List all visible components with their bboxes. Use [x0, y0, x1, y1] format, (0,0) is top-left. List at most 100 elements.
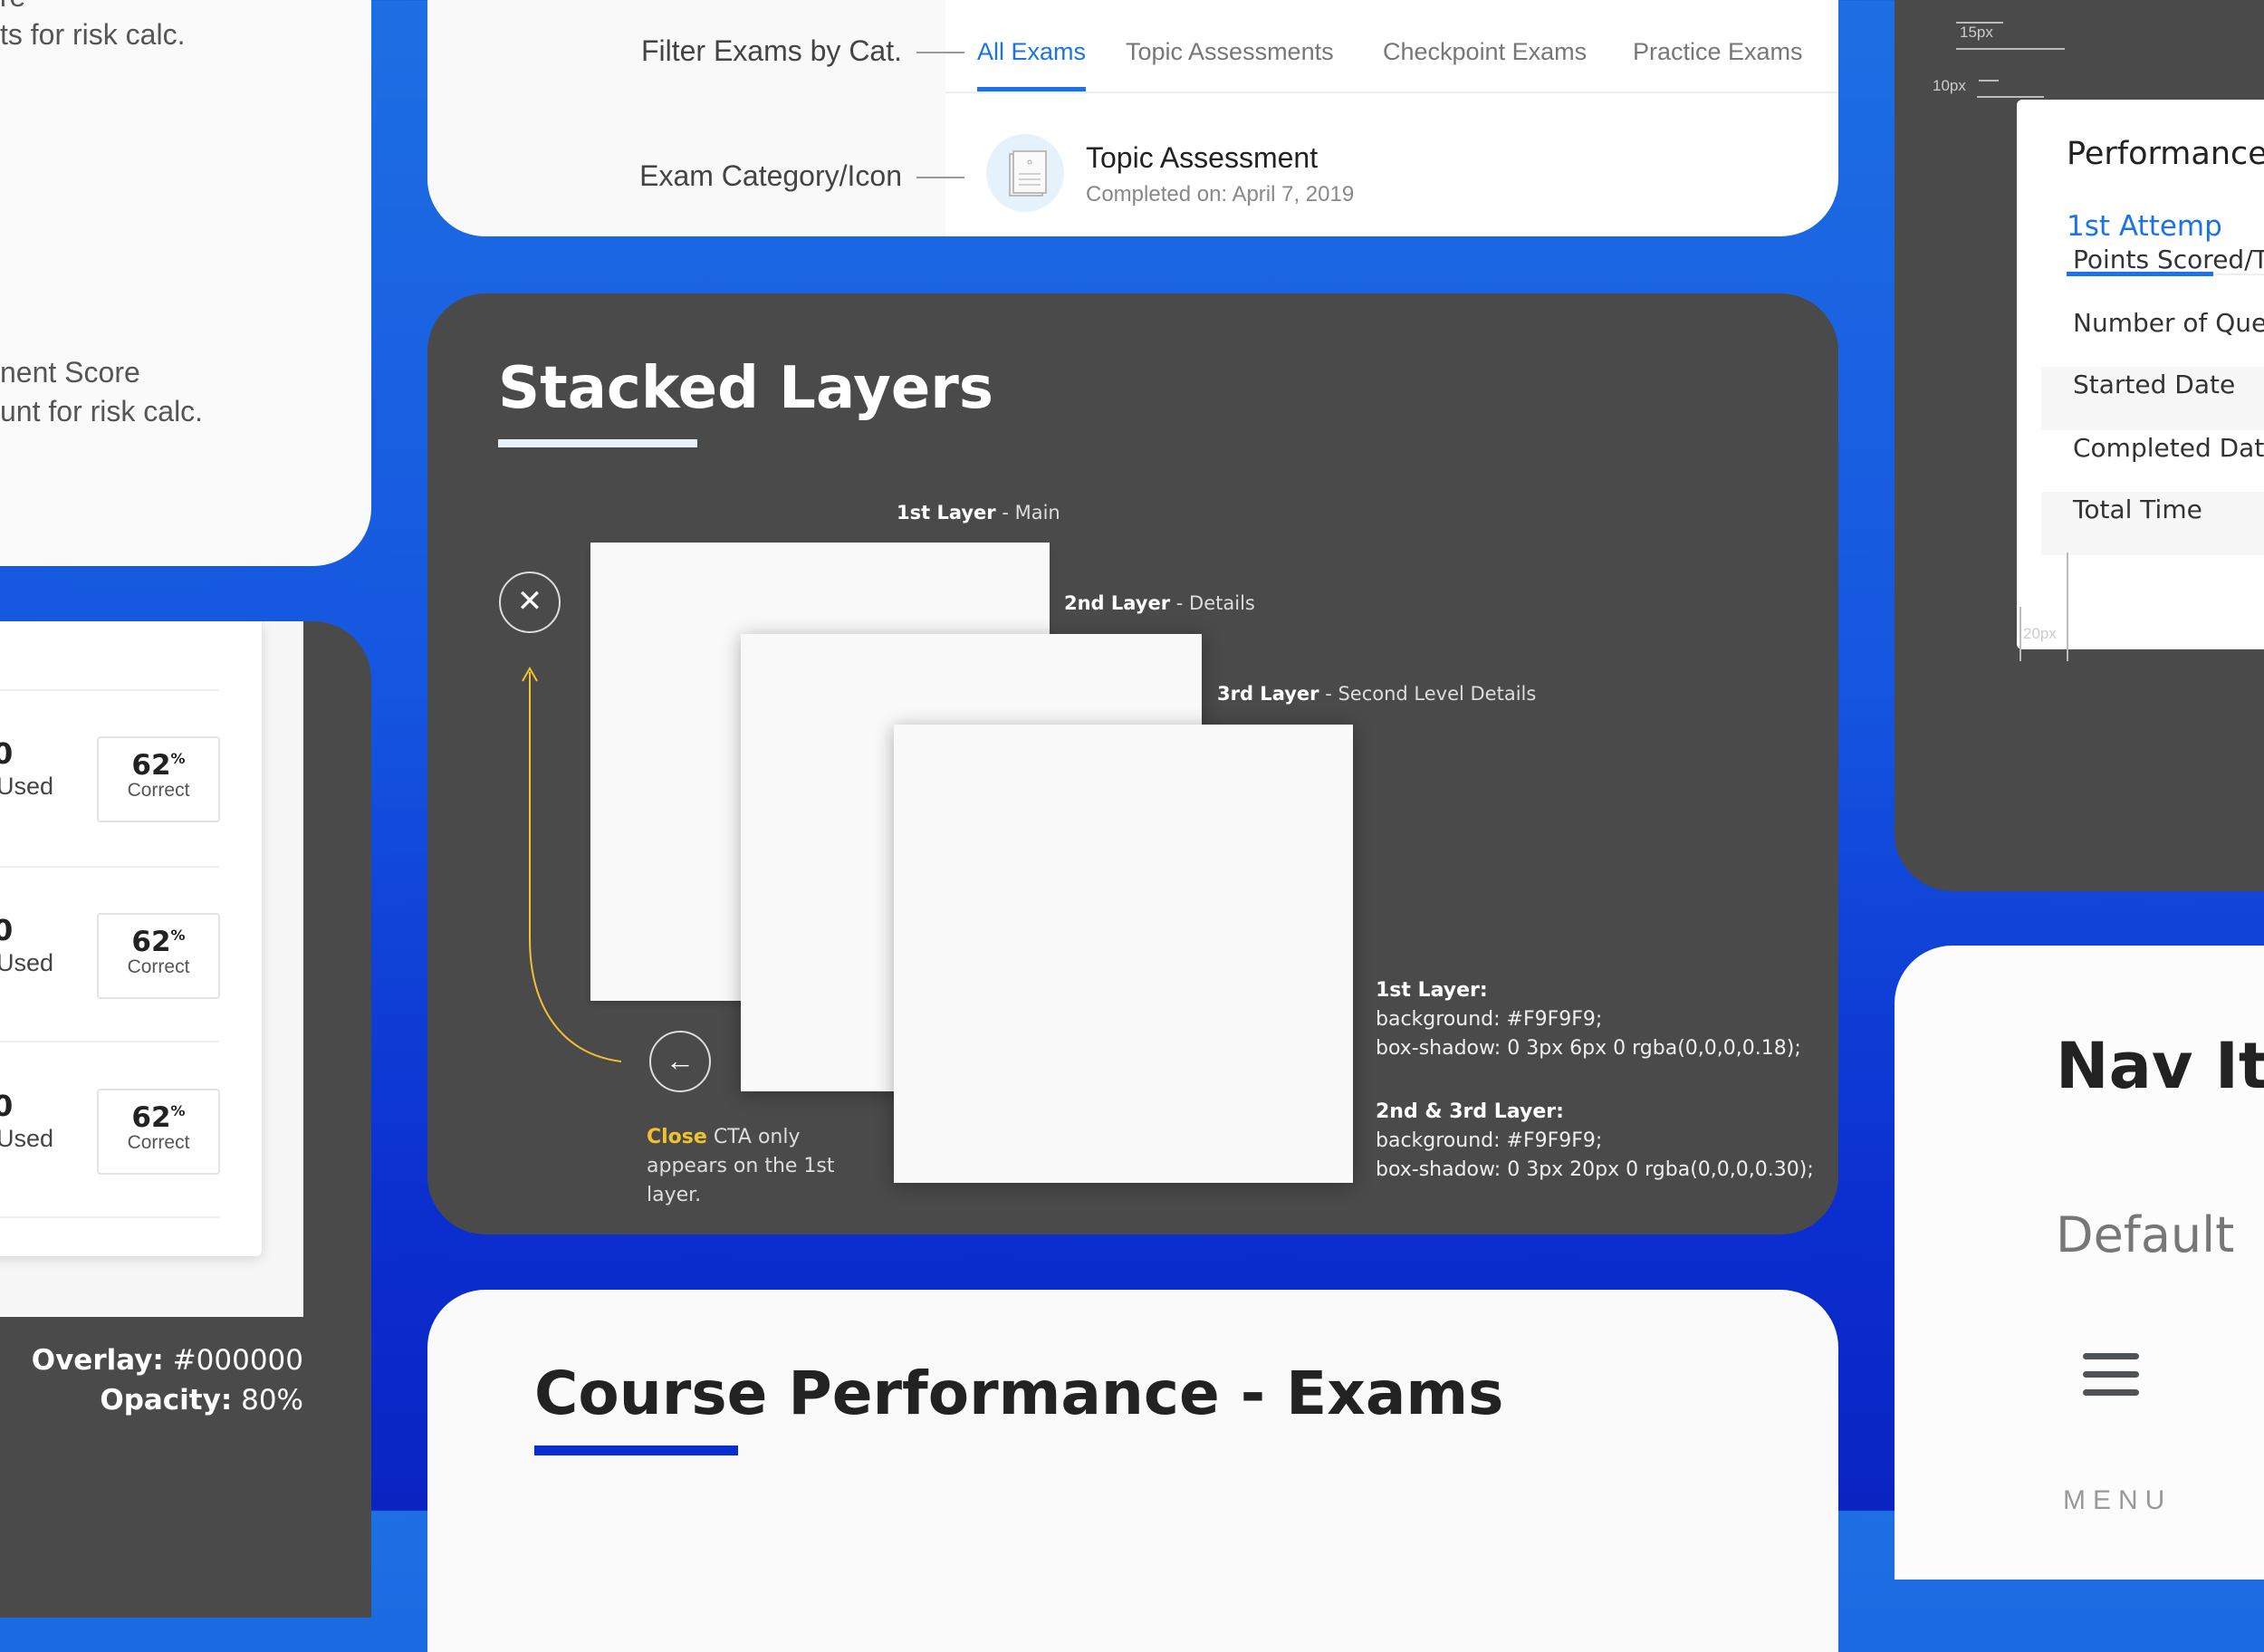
text-fragment: nent Score: [0, 356, 140, 389]
percent-correct-badge: 62% Correct: [97, 736, 220, 822]
left-top-card: ore ts for risk calc. nent Score unt for…: [0, 0, 371, 566]
divider: [0, 1216, 219, 1218]
close-highlight: Close: [647, 1126, 707, 1148]
layer3-name: 3rd Layer: [1217, 683, 1319, 705]
exam-title[interactable]: Topic Assessment: [1086, 141, 1319, 174]
spacing-line: [1956, 22, 2003, 24]
leader-line: [916, 52, 964, 53]
percent-label: Correct: [127, 956, 190, 977]
percent-label: Correct: [127, 780, 190, 801]
hamburger-menu-icon[interactable]: [2083, 1353, 2139, 1400]
performance-spec-card: Performance 1st Attemp Points Scored/T Nu…: [1895, 0, 2264, 891]
stacked-layers-card: Stacked Layers 1st Layer - Main 2nd Laye…: [427, 293, 1838, 1234]
close-note: Close CTA only appears on the 1st layer.: [647, 1123, 882, 1210]
spacing-20-label: 20px: [2023, 625, 2057, 642]
spacing-line: [1956, 48, 2065, 50]
percent-sign: %: [170, 927, 186, 944]
category-label: Exam Category/Icon: [639, 159, 902, 192]
course-performance-card: Course Performance - Exams: [427, 1290, 1838, 1652]
text-fragment: unt for risk calc.: [0, 395, 204, 427]
overlay-demo-card: 0 Used 62% Correct 0 Used 62% Correct 0 …: [0, 621, 371, 1618]
leader-line: [916, 177, 964, 178]
note-line: appears on the 1st: [647, 1155, 835, 1177]
layer-specs: 1st Layer: background: #F9F9F9; box-shad…: [1376, 976, 1814, 1185]
close-icon[interactable]: ✕: [499, 571, 561, 633]
spec2-title: 2nd & 3rd Layer:: [1376, 1100, 1564, 1123]
label-column: [427, 0, 945, 236]
menu-label: MENU: [2063, 1485, 2173, 1515]
opacity-label: Opacity:: [100, 1384, 233, 1417]
percent-sign: %: [170, 750, 186, 767]
note-line: layer.: [647, 1184, 702, 1206]
spacing-15-label: 15px: [1960, 24, 1993, 41]
row-shade: [2041, 367, 2264, 430]
tab-topic-assessments[interactable]: Topic Assessments: [1126, 38, 1334, 65]
filter-exams-card: Filter Exams by Cat. All Exams Topic Ass…: [427, 0, 1838, 236]
percent-correct-badge: 62% Correct: [97, 913, 220, 999]
title-underline: [498, 439, 697, 447]
performance-row-label: Total Time: [2073, 495, 2202, 524]
percent-value: 62: [131, 749, 171, 782]
layer-3: [894, 725, 1353, 1183]
divider: [0, 1041, 219, 1042]
text-fragment: ore: [0, 0, 25, 14]
percent-value: 62: [131, 1101, 171, 1134]
text-fragment: ts for risk calc.: [0, 18, 186, 51]
row-label: Used: [0, 1125, 54, 1152]
performance-panel: Performance 1st Attemp Points Scored/T Nu…: [2017, 100, 2264, 649]
row-value: 0: [0, 913, 14, 947]
spacing-line: [2019, 607, 2021, 661]
row-value: 0: [0, 1089, 14, 1123]
arrow-left-icon[interactable]: ←: [649, 1031, 711, 1092]
performance-row-label: Number of Que: [2073, 308, 2264, 338]
spacing-10-label: 10px: [1933, 77, 1966, 94]
tab-checkpoint-exams[interactable]: Checkpoint Exams: [1383, 38, 1588, 65]
performance-row-label: Completed Dat: [2073, 433, 2264, 463]
nav-title: Nav Ite: [2056, 1029, 2264, 1103]
spec1-shadow: box-shadow: 0 3px 6px 0 rgba(0,0,0,0.18)…: [1376, 1037, 1801, 1060]
layer2-desc: - Details: [1170, 592, 1255, 614]
performance-title: Performance: [2067, 136, 2264, 172]
spacing-line: [1979, 80, 1999, 82]
filter-label: Filter Exams by Cat.: [640, 34, 902, 67]
tab-all-exams[interactable]: All Exams: [977, 38, 1087, 65]
performance-row-label: Started Date: [2073, 370, 2236, 399]
overlay-value: #000000: [172, 1344, 303, 1377]
section-title: Stacked Layers: [498, 355, 993, 422]
spec2-bg: background: #F9F9F9;: [1376, 1129, 1603, 1152]
spacing-line: [1977, 96, 2044, 98]
row-shade: [2041, 492, 2264, 555]
exam-completed-date: Completed on: April 7, 2019: [1086, 182, 1355, 206]
opacity-value: 80%: [241, 1384, 303, 1417]
title-underline: [534, 1446, 738, 1455]
opacity-spec: Opacity: 80%: [100, 1384, 303, 1417]
nav-item-card: Nav Ite Default MENU: [1895, 946, 2264, 1580]
divider: [0, 866, 219, 868]
document-icon: [986, 134, 1064, 212]
row-label: Used: [0, 949, 54, 976]
spacing-line: [2067, 552, 2068, 661]
layer1-label: 1st Layer - Main: [897, 502, 1060, 523]
tabs-divider: [945, 91, 1838, 93]
layer3-desc: - Second Level Details: [1319, 683, 1537, 705]
result-row: 0 Used 62% Correct: [0, 736, 290, 827]
overlay-spec: Overlay: #000000: [32, 1344, 303, 1377]
divider: [0, 689, 219, 691]
row-label: Used: [0, 773, 54, 800]
nav-state-label: Default: [2056, 1206, 2235, 1263]
close-path-arrow: [522, 666, 622, 1062]
active-tab-underline: [977, 87, 1086, 91]
active-tab-underline: [2067, 272, 2213, 276]
result-row: 0 Used 62% Correct: [0, 913, 290, 1004]
layer2-label: 2nd Layer - Details: [1064, 592, 1255, 614]
performance-row-label: Points Scored/T: [2073, 245, 2264, 274]
note-line: CTA only: [706, 1126, 801, 1148]
percent-value: 62: [131, 926, 171, 958]
layer1-desc: - Main: [995, 502, 1060, 523]
row-value: 0: [0, 736, 14, 771]
tab-1st-attempt[interactable]: 1st Attemp: [2067, 210, 2222, 243]
percent-correct-badge: 62% Correct: [97, 1089, 220, 1175]
tab-practice-exams[interactable]: Practice Exams: [1633, 38, 1803, 65]
layer1-name: 1st Layer: [897, 502, 996, 523]
percent-sign: %: [170, 1102, 186, 1119]
